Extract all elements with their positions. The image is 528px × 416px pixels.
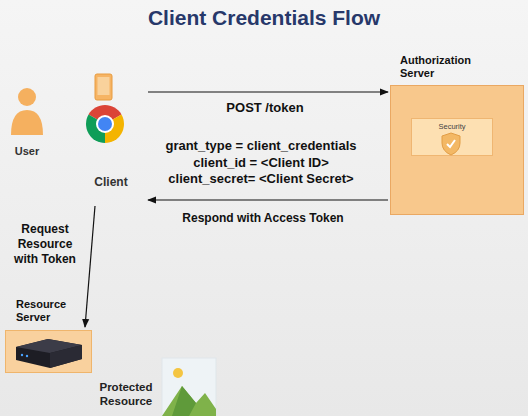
actor-label: User (5, 145, 49, 158)
request-parameter: client_id = <Client ID> (141, 155, 381, 170)
server-icon (16, 339, 82, 368)
user-head (18, 88, 36, 106)
resource-server-box: Resource Server (5, 330, 92, 373)
server-box: Authorization ServerSecurity (390, 85, 524, 215)
diagram-title: Client Credentials Flow (0, 5, 528, 30)
box-heading: Resource Server (16, 298, 86, 324)
flow-arrow (148, 91, 388, 92)
node-label: Client (78, 175, 144, 189)
browser-logo-center (98, 117, 112, 131)
phone-icon (95, 74, 112, 100)
picture-sun (173, 368, 183, 378)
server-light (26, 355, 28, 357)
arrow-label: Request Resource with Token (4, 222, 86, 267)
arrow-label: POST /token (205, 100, 325, 115)
arrow-label: Respond with Access Token (163, 211, 363, 225)
browser-logo (86, 105, 124, 143)
browser-logo-ring (96, 115, 114, 133)
node-icon-layer (6, 331, 93, 374)
picture-mountain-shade (172, 386, 196, 416)
user-icon (11, 88, 43, 135)
flow-arrow (148, 199, 388, 200)
shield-check (447, 140, 455, 147)
server-light (21, 354, 23, 356)
security-box: Security (411, 118, 493, 156)
request-parameter: client_secret= <Client Secret> (141, 171, 381, 186)
flow-arrow (85, 206, 95, 327)
picture-mountain (162, 386, 216, 416)
shield-icon (442, 133, 460, 155)
box-label: Security (412, 122, 492, 131)
user-body (11, 110, 43, 135)
picture-caption: Protected Resource (94, 380, 158, 408)
box-heading: Authorization Server (400, 54, 490, 80)
server-side (50, 345, 82, 368)
phone-screen (98, 77, 110, 95)
protected-resource-picture (162, 358, 216, 416)
request-parameter: grant_type = client_credentials (141, 138, 381, 153)
picture-frame (162, 358, 216, 416)
client-node: Client (78, 68, 144, 205)
